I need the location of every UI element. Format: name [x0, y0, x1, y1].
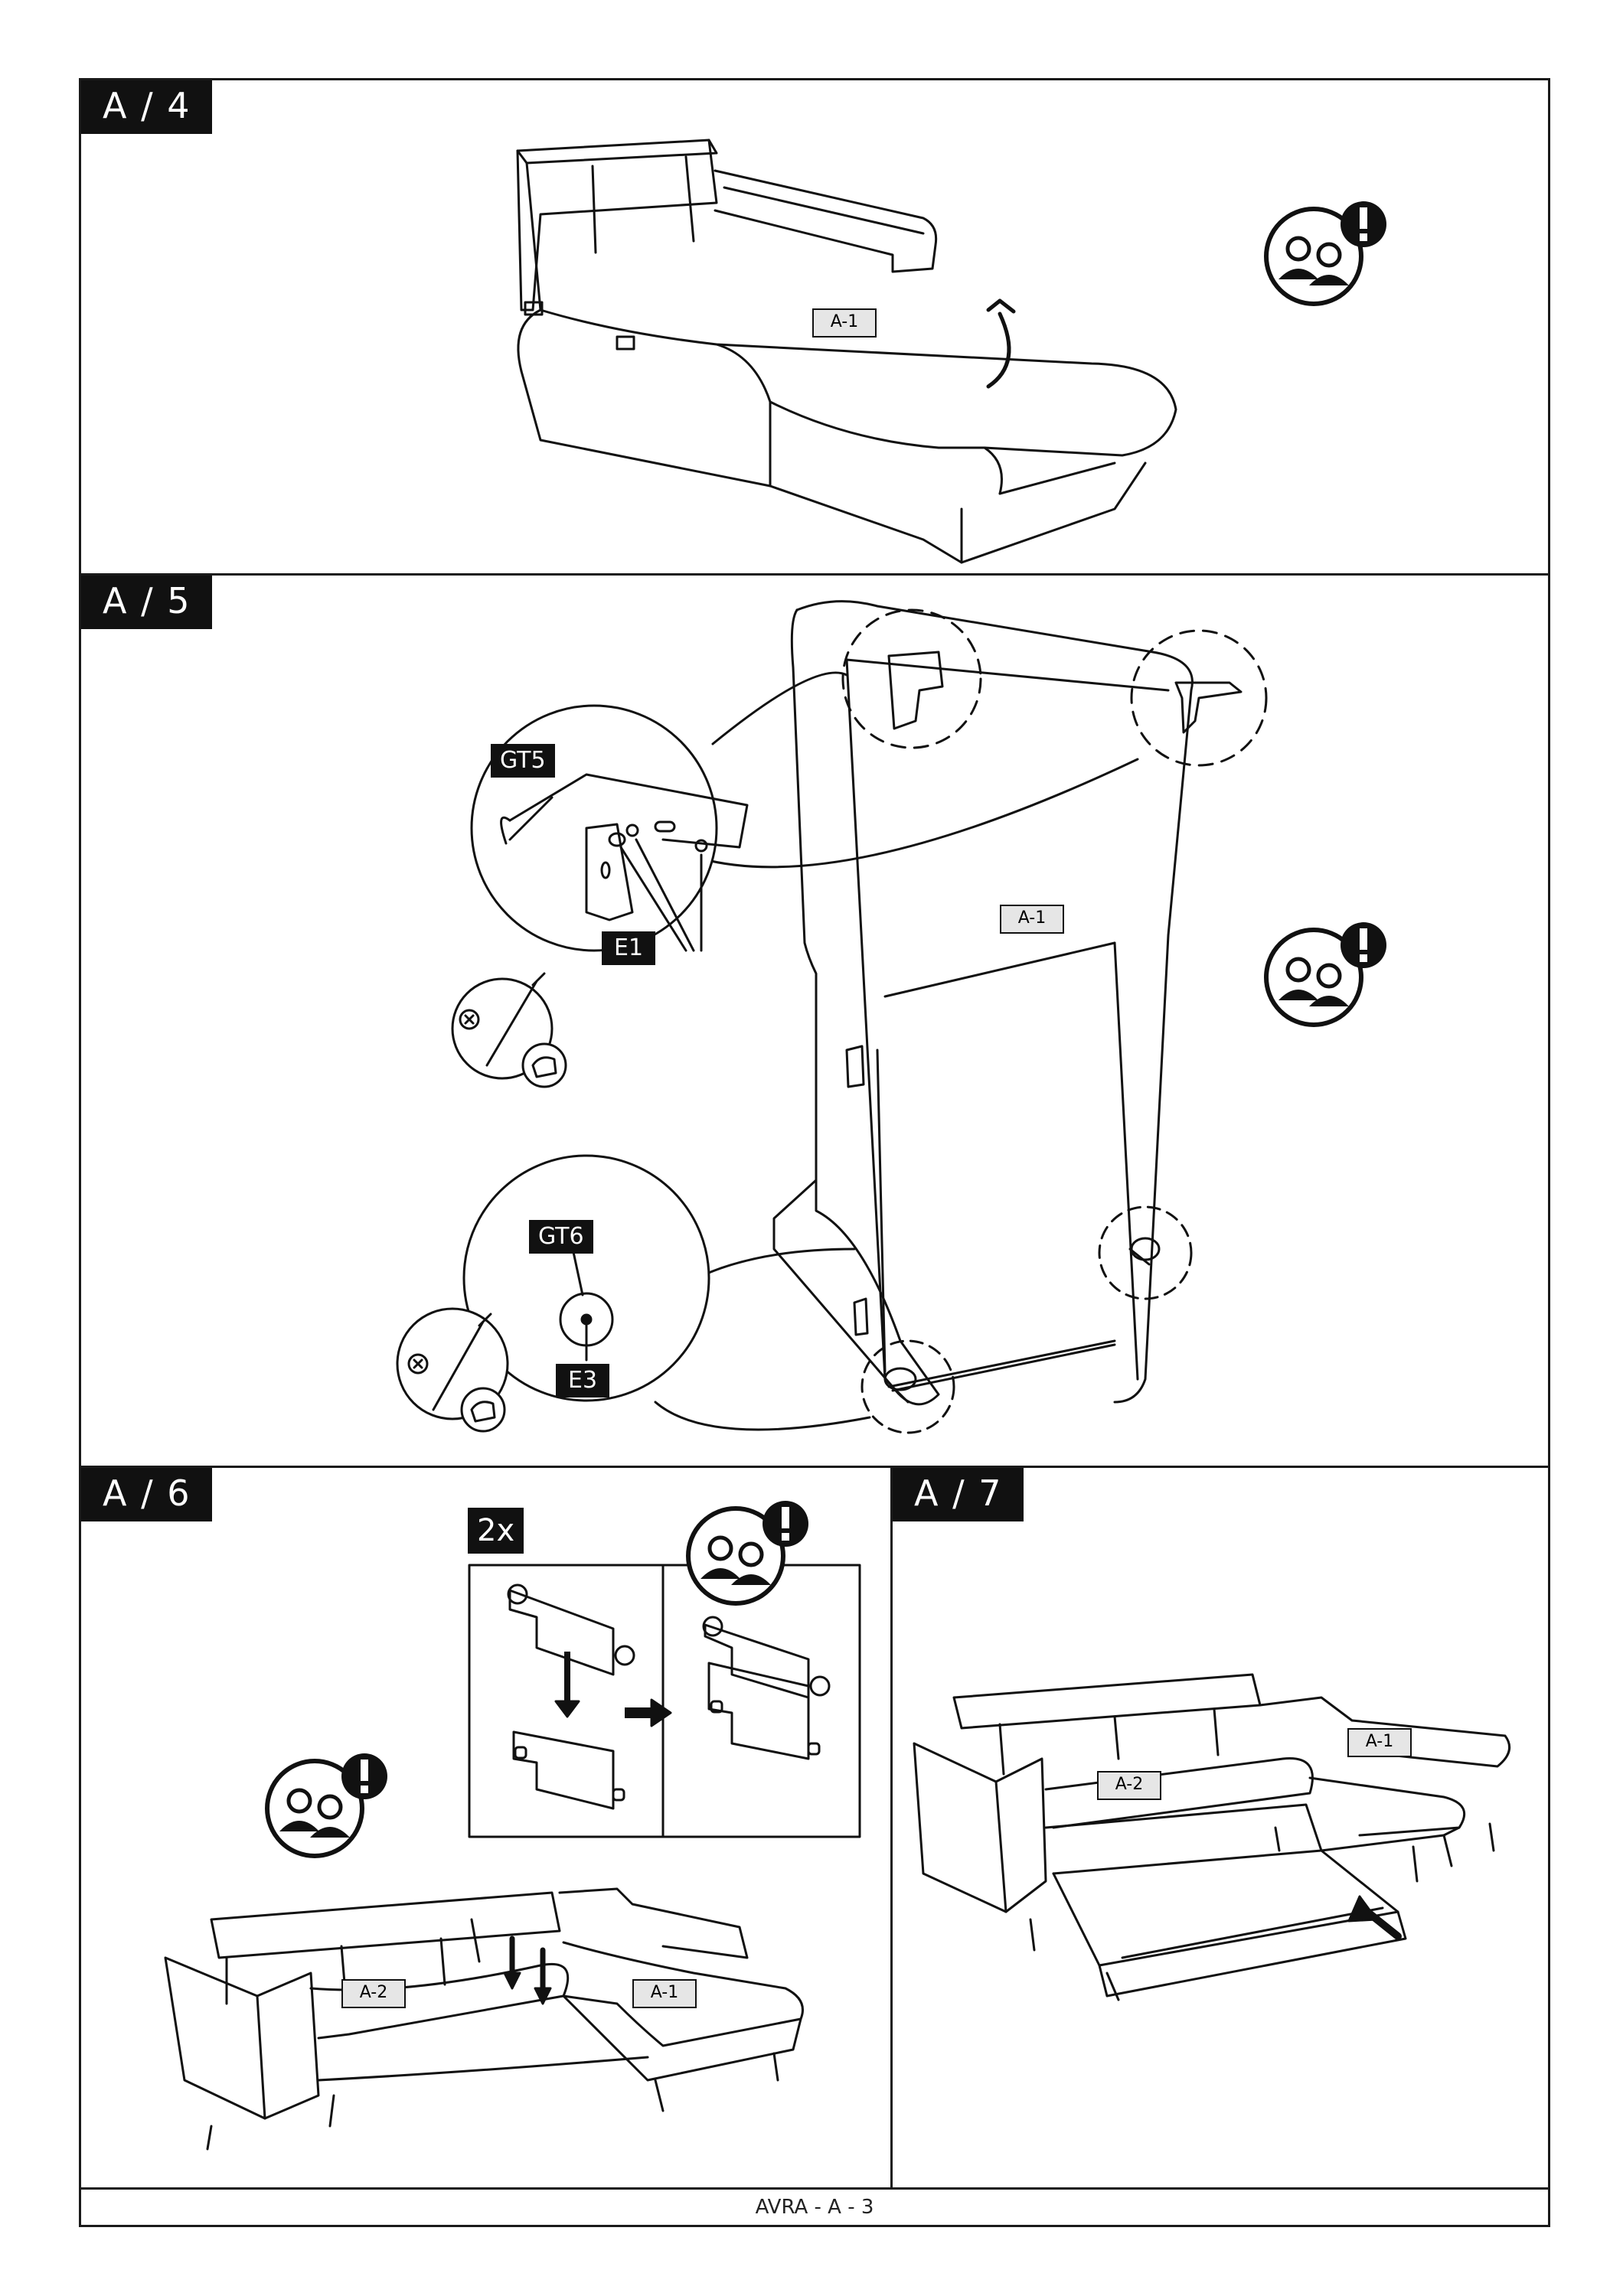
quantity-badge: 2x — [468, 1508, 524, 1554]
chaise-section-illustration — [516, 139, 1177, 564]
chaise-upright-illustration — [396, 600, 1268, 1434]
step-label-a4: A / 4 — [81, 80, 213, 134]
two-person-assembly-icon — [265, 1753, 387, 1858]
fitting-label-gt6: GT6 — [529, 1220, 593, 1254]
page-footer: AVRA - A - 3 — [79, 2187, 1550, 2227]
step-label-a7: A / 7 — [893, 1468, 1024, 1521]
step-label-a6: A / 6 — [81, 1468, 213, 1521]
part-label-a2: A-2 — [341, 1979, 406, 2008]
part-label-a1: A-1 — [1000, 905, 1064, 934]
two-person-assembly-icon — [1264, 201, 1386, 306]
part-label-a1: A-1 — [1347, 1728, 1412, 1757]
part-label-a1: A-1 — [632, 1979, 697, 2008]
step-panel-a4: A / 4 A-1 — [79, 78, 1550, 576]
fastener-label-e1: E1 — [602, 931, 656, 965]
part-label-a1: A-1 — [812, 308, 877, 338]
part-label-a2: A-2 — [1097, 1771, 1161, 1800]
two-person-assembly-icon — [686, 1501, 808, 1606]
sofa-bed-extended-illustration — [913, 1673, 1511, 2001]
connector-bracket-detail — [468, 1564, 861, 1838]
step-panel-a5: A / 5 — [79, 573, 1550, 1468]
corner-sofa-illustration — [164, 1887, 804, 2151]
step-label-a5: A / 5 — [81, 576, 213, 629]
two-person-assembly-icon — [1264, 922, 1386, 1027]
step-panel-a7: A / 7 A-2 A-1 — [890, 1466, 1550, 2190]
fitting-label-gt5: GT5 — [491, 744, 555, 778]
step-panel-a6: A / 6 2x — [79, 1466, 893, 2190]
fastener-label-e3: E3 — [556, 1364, 610, 1397]
